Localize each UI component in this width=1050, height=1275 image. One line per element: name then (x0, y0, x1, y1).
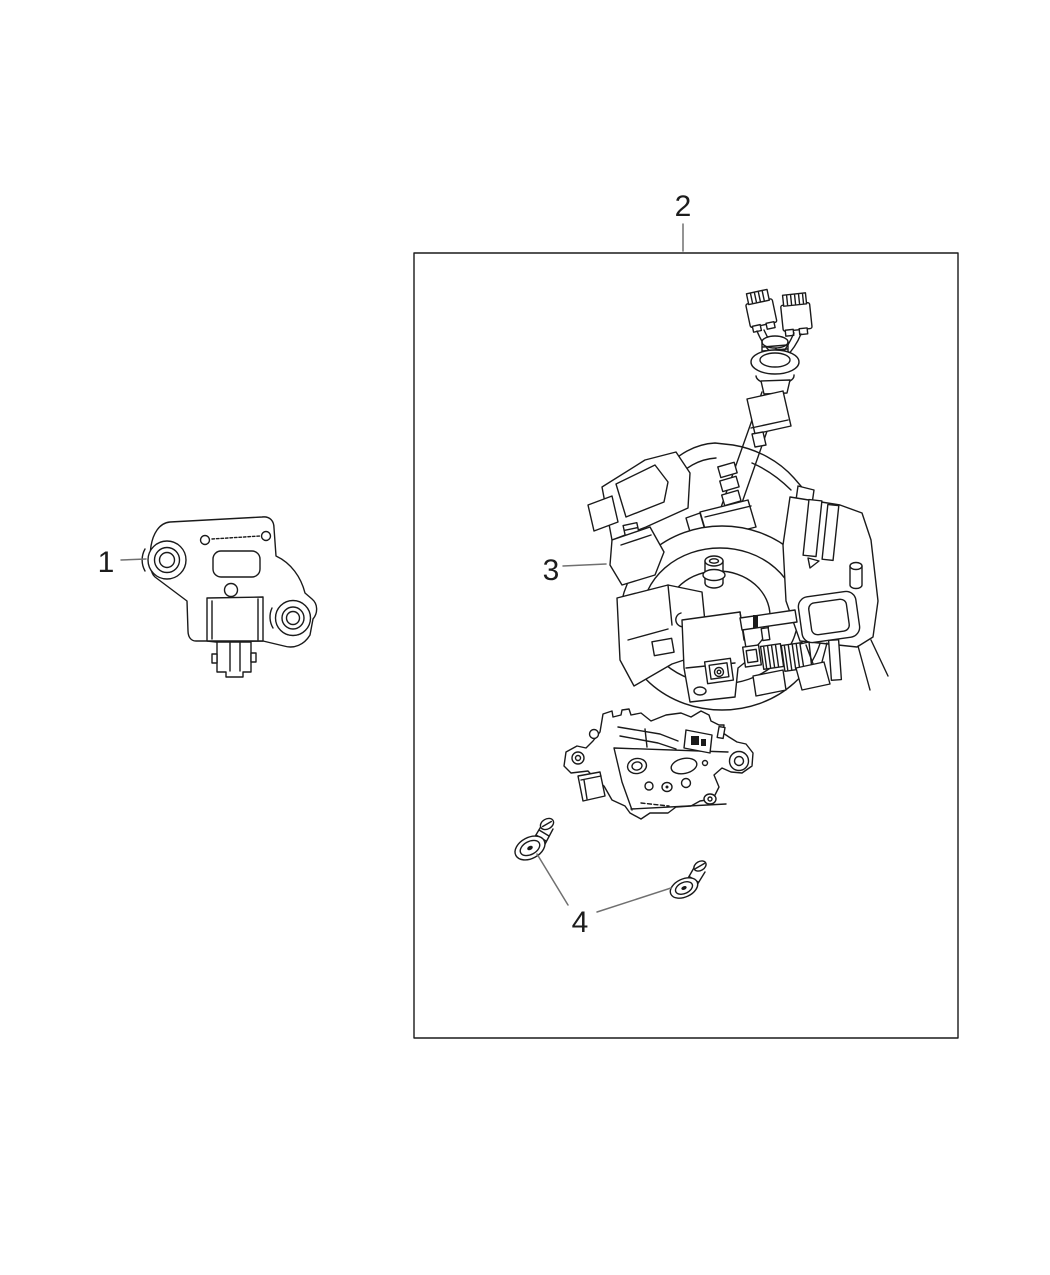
part1-connector (211, 641, 257, 678)
part1-label-recess (212, 550, 261, 578)
part3-clockspring-module-drawing (587, 288, 889, 711)
ribbon-connectors (741, 641, 807, 672)
part1-bushing-right (269, 599, 312, 637)
leader-line-4a (536, 853, 569, 906)
part1-bushing-left (141, 540, 187, 580)
hub-post (702, 555, 726, 589)
leader-line-1 (120, 558, 147, 561)
right-fingers (752, 638, 843, 697)
bracket-marking-band (640, 802, 670, 807)
left-wing (587, 451, 691, 621)
part1-lower-bracket (206, 596, 264, 642)
center-block (681, 611, 749, 703)
callout-label-2: 2 (675, 190, 692, 223)
harness-strap (685, 390, 792, 543)
callout-label-4: 4 (572, 906, 589, 939)
ribbon-track (739, 609, 798, 642)
part1-marking-band (199, 530, 272, 546)
right-panel (782, 496, 889, 691)
part4-screw-a-drawing (514, 817, 555, 861)
part1-center-hole (223, 582, 239, 598)
part4-screw-b-drawing (669, 860, 707, 899)
part1-sensor-drawing (141, 516, 318, 678)
mounting-bracket-drawing (563, 708, 754, 820)
callout-leader-lines (120, 223, 684, 913)
callout-label-1: 1 (98, 546, 115, 579)
callout-label-3: 3 (543, 554, 560, 587)
harness-grommet (750, 335, 800, 395)
leader-line-3 (562, 563, 607, 567)
kit-box-outline (413, 252, 959, 1039)
leader-line-4b (596, 887, 672, 913)
bracket-holes (588, 728, 717, 805)
lower-left-box (616, 584, 709, 687)
